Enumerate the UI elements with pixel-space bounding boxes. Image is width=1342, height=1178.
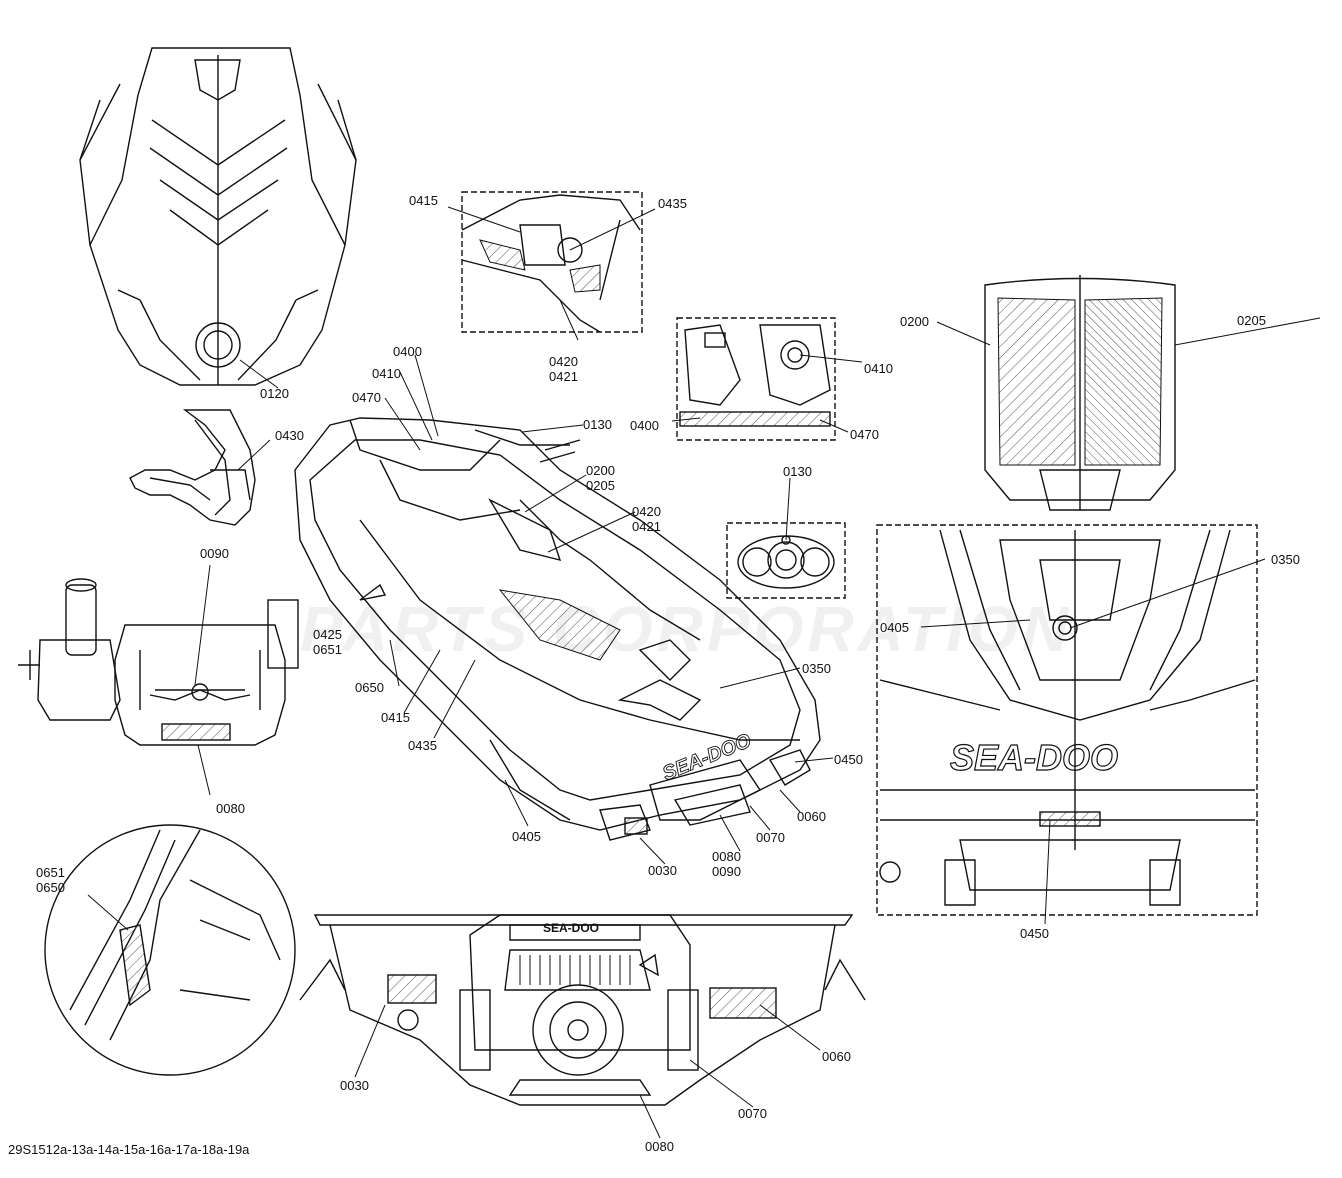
hood-top-view xyxy=(79,47,357,386)
label-0070-main: 0070 xyxy=(756,830,785,845)
label-0435-main: 0435 xyxy=(408,738,437,753)
label-0400-dash: 0400 xyxy=(630,418,659,433)
label-0200-0205-main: 0200 0205 xyxy=(586,463,615,493)
brand-mark-main: SEA-DOO xyxy=(660,730,755,786)
label-0080-stern: 0080 xyxy=(645,1139,674,1154)
label-0470-main: 0470 xyxy=(352,390,381,405)
label-0350-main: 0350 xyxy=(802,661,831,676)
label-0410-dash: 0410 xyxy=(864,361,893,376)
hull-detail-zoom xyxy=(44,824,296,1076)
brand-mark-stern: SEA-DOO xyxy=(543,921,599,935)
label-0650-main: 0650 xyxy=(355,680,384,695)
seat-pad xyxy=(984,275,1176,511)
label-0080-left: 0080 xyxy=(216,801,245,816)
main-hull-iso-view xyxy=(294,417,821,841)
label-0470-dash: 0470 xyxy=(850,427,879,442)
label-0651-0650-zoom: 0651 0650 xyxy=(36,865,65,895)
label-0060-main: 0060 xyxy=(797,809,826,824)
inset-storage-top xyxy=(461,191,643,333)
jet-pump-assembly xyxy=(18,578,299,746)
label-0405-main: 0405 xyxy=(512,829,541,844)
inset-rear-deck xyxy=(876,524,1258,916)
watermark: PARTS CORPORATION xyxy=(300,593,1073,665)
leader-lines xyxy=(194,206,1321,1139)
label-0450-deck: 0450 xyxy=(1020,926,1049,941)
label-0350-deck: 0350 xyxy=(1271,552,1300,567)
drawing-reference-code: 29S1512a-13a-14a-15a-16a-17a-18a-19a xyxy=(8,1142,250,1157)
label-0090-left: 0090 xyxy=(200,546,229,561)
label-0130-gauge: 0130 xyxy=(783,464,812,479)
label-0030-stern: 0030 xyxy=(340,1078,369,1093)
label-0450-main: 0450 xyxy=(834,752,863,767)
label-0405-deck: 0405 xyxy=(880,620,909,635)
label-0205-seat: 0205 xyxy=(1237,313,1266,328)
label-0415-inset: 0415 xyxy=(409,193,438,208)
label-0120: 0120 xyxy=(260,386,289,401)
label-0435-inset: 0435 xyxy=(658,196,687,211)
label-0420-0421-inset: 0420 0421 xyxy=(549,354,578,384)
label-0060-stern: 0060 xyxy=(822,1049,851,1064)
label-0080-0090-main: 0080 0090 xyxy=(712,849,741,879)
label-0415-main: 0415 xyxy=(381,710,410,725)
label-0070-stern: 0070 xyxy=(738,1106,767,1121)
label-0420-0421-main: 0420 0421 xyxy=(632,504,661,534)
label-0425-0651-main: 0425 0651 xyxy=(313,627,342,657)
brand-mark-deck: SEA-DOO xyxy=(950,737,1118,778)
stern-rear-view xyxy=(299,914,866,1106)
label-0200-seat: 0200 xyxy=(900,314,929,329)
label-0030-main: 0030 xyxy=(648,863,677,878)
label-0130-main: 0130 xyxy=(583,417,612,432)
inset-dash-area xyxy=(676,317,836,441)
label-0430: 0430 xyxy=(275,428,304,443)
label-0410-main: 0410 xyxy=(372,366,401,381)
storage-bin-part xyxy=(129,409,256,526)
label-0400-main: 0400 xyxy=(393,344,422,359)
